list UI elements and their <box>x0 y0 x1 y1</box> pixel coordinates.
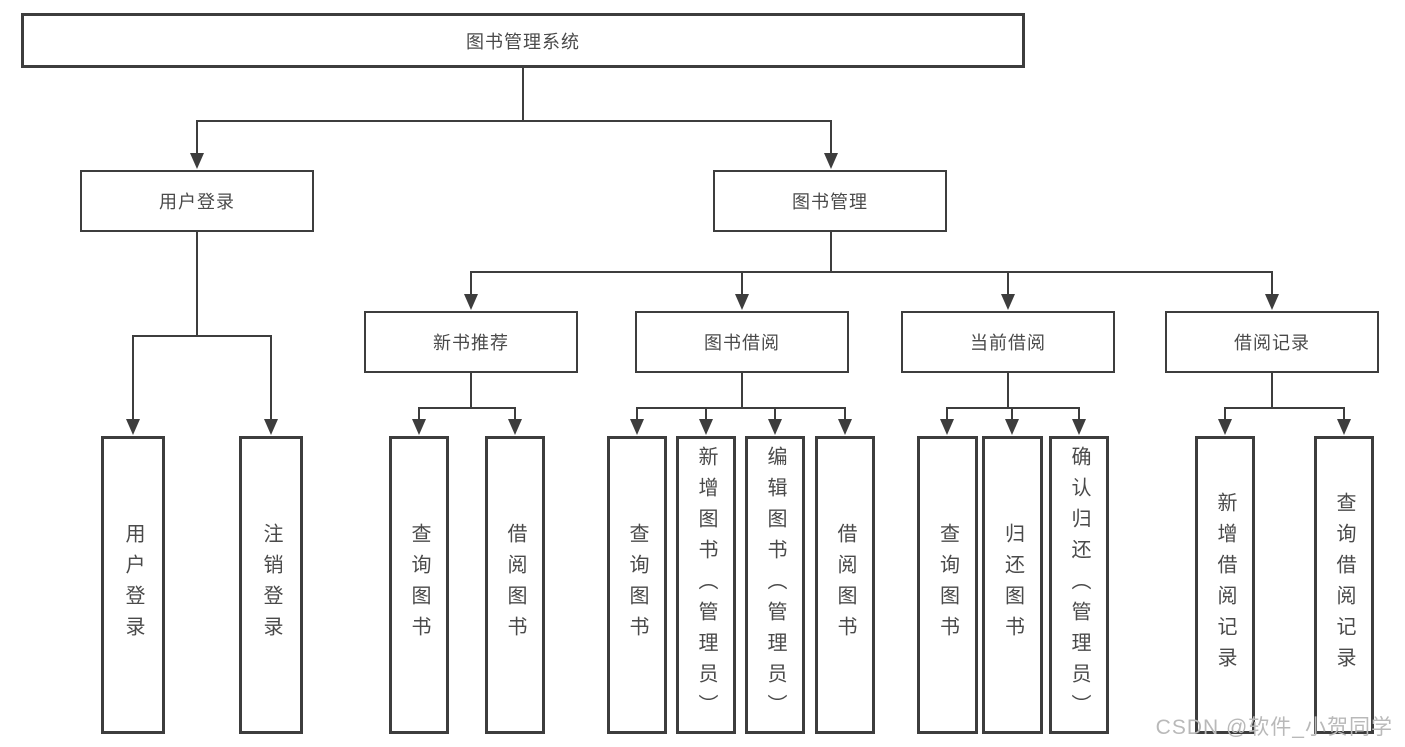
node-label: 借阅记录 <box>1234 333 1310 353</box>
leaf-label: 借阅图书 <box>504 523 526 647</box>
leaf-label: 确认归还（管理员） <box>1068 445 1090 725</box>
leaf-label: 借阅图书 <box>834 523 856 647</box>
connector-root-to-level2 <box>196 68 832 154</box>
leaf-query-books-current: 查询图书 <box>917 436 978 734</box>
leaf-label: 编辑图书（管理员） <box>764 445 786 725</box>
leaf-label: 归还图书 <box>1001 523 1024 647</box>
leaf-logout: 注销登录 <box>239 436 303 734</box>
node-label: 图书管理 <box>792 192 868 212</box>
connector-newbook-to-leaves <box>418 373 516 420</box>
node-borrowing-records: 借阅记录 <box>1165 311 1379 373</box>
arrowheads <box>126 153 1351 435</box>
node-label: 当前借阅 <box>970 333 1046 353</box>
leaf-label: 用户登录 <box>122 523 144 647</box>
arrowhead <box>126 419 140 435</box>
arrowhead <box>190 153 204 169</box>
leaf-return-books: 归还图书 <box>982 436 1043 734</box>
leaf-add-borrow-record: 新增借阅记录 <box>1195 436 1255 734</box>
arrowhead <box>838 419 852 435</box>
leaf-query-borrow-record: 查询借阅记录 <box>1314 436 1374 734</box>
arrowhead <box>630 419 644 435</box>
arrowhead <box>1218 419 1232 435</box>
arrowhead <box>464 294 478 310</box>
leaf-query-books-borrow: 查询图书 <box>607 436 667 734</box>
leaf-user-login: 用户登录 <box>101 436 165 734</box>
leaf-label: 查询图书 <box>626 523 648 647</box>
arrowhead <box>1072 419 1086 435</box>
node-user-login: 用户登录 <box>80 170 314 232</box>
node-library-management-system: 图书管理系统 <box>21 13 1025 68</box>
leaf-label: 新增借阅记录 <box>1214 492 1236 678</box>
arrowhead <box>1337 419 1351 435</box>
node-label: 用户登录 <box>159 192 235 212</box>
connector-bookmgmt-to-level3 <box>470 232 1273 295</box>
node-book-borrowing: 图书借阅 <box>635 311 849 373</box>
leaf-query-books-recommend: 查询图书 <box>389 436 449 734</box>
csdn-watermark: CSDN @软件_小贺同学 <box>1155 716 1393 739</box>
arrowhead <box>1265 294 1279 310</box>
leaf-edit-books-admin: 编辑图书（管理员） <box>745 436 805 734</box>
node-label: 新书推荐 <box>433 333 509 353</box>
leaf-add-books-admin: 新增图书（管理员） <box>676 436 736 734</box>
leaf-label: 查询借阅记录 <box>1333 492 1355 678</box>
arrowhead <box>824 153 838 169</box>
node-new-book-recommendation: 新书推荐 <box>364 311 578 373</box>
connector-bookborrow-to-leaves <box>636 373 846 420</box>
leaf-label: 新增图书（管理员） <box>695 445 717 725</box>
leaf-label: 查询图书 <box>936 523 959 647</box>
node-label: 图书借阅 <box>704 333 780 353</box>
arrowhead <box>940 419 954 435</box>
arrowhead <box>1005 419 1019 435</box>
node-book-management: 图书管理 <box>713 170 947 232</box>
connector-records-to-leaves <box>1224 373 1345 420</box>
arrowhead <box>699 419 713 435</box>
arrowhead <box>412 419 426 435</box>
leaf-borrow-books-recommend: 借阅图书 <box>485 436 545 734</box>
node-current-borrowing: 当前借阅 <box>901 311 1115 373</box>
leaf-confirm-return-admin: 确认归还（管理员） <box>1049 436 1109 734</box>
arrowhead <box>1001 294 1015 310</box>
leaf-label: 注销登录 <box>260 523 282 647</box>
arrowhead <box>508 419 522 435</box>
node-label: 图书管理系统 <box>466 31 580 52</box>
leaf-borrow-books: 借阅图书 <box>815 436 875 734</box>
arrowhead <box>264 419 278 435</box>
leaf-label: 查询图书 <box>408 523 430 647</box>
connector-currentborrow-to-leaves <box>946 373 1080 420</box>
arrowhead <box>735 294 749 310</box>
arrowhead <box>768 419 782 435</box>
connector-userlogin-to-leaves <box>132 232 272 419</box>
